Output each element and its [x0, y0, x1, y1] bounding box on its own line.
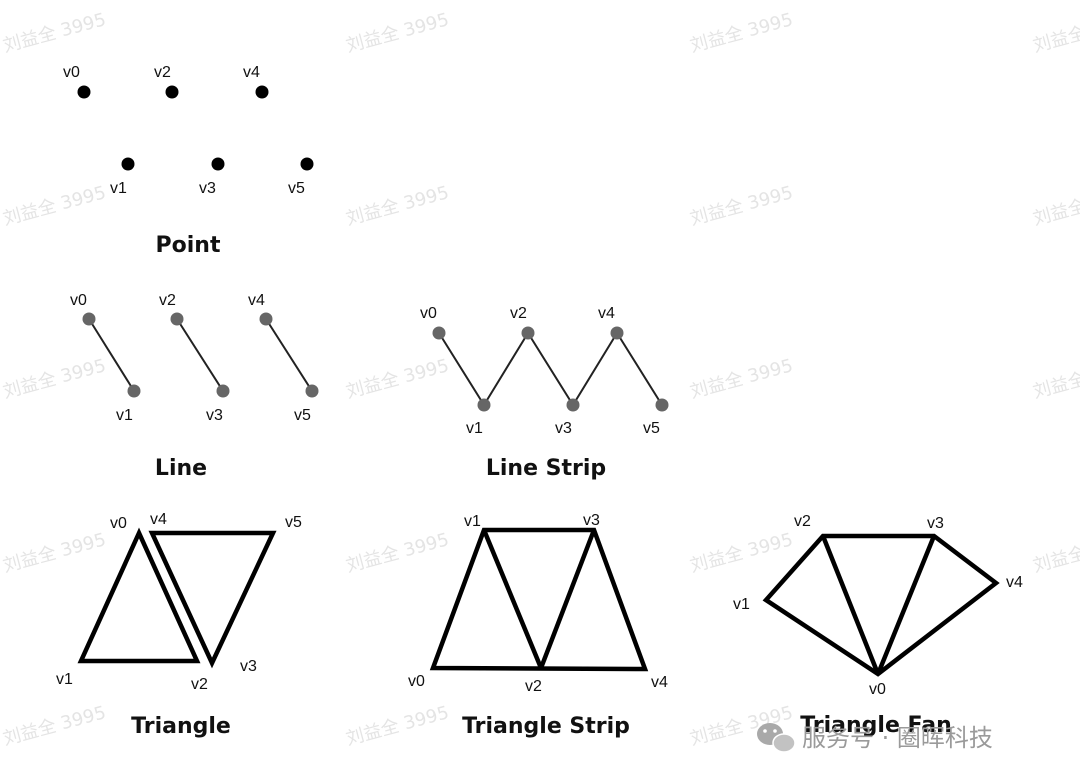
triangle-shape	[77, 527, 201, 664]
vertex-label: v0	[70, 292, 87, 309]
vertex-label: v0	[110, 515, 127, 532]
footer-watermark: 服务号 · 圈晖科技	[757, 723, 993, 753]
watermark: 刘益全 3995	[1031, 182, 1080, 230]
vertex-label: v2	[191, 676, 208, 693]
vertex-point	[300, 157, 314, 171]
fan-edge	[875, 535, 937, 675]
vertex-label: v5	[285, 514, 302, 531]
watermark: 刘益全 3995	[344, 355, 451, 403]
panel-triangle-strip: v0 v1 v2 v3 v4 Triangle Strip	[408, 512, 668, 739]
vertex-label: v0	[63, 64, 80, 81]
fan-edge	[820, 535, 881, 675]
panel-triangle: v0 v1 v2 v3 v4 v5 Triangle	[56, 511, 302, 739]
watermark: 刘益全 3995	[1, 702, 108, 750]
vertex-label: v2	[510, 305, 527, 322]
vertex-point	[655, 398, 669, 412]
strip-edge	[538, 529, 597, 669]
vertex-point	[566, 398, 580, 412]
vertex-label: v1	[466, 420, 483, 437]
vertex-point	[610, 326, 624, 340]
panel-title: Triangle Strip	[462, 714, 630, 739]
watermark: 刘益全 3995	[688, 9, 795, 57]
vertex-label: v2	[525, 678, 542, 695]
vertex-label: v4	[150, 511, 167, 528]
vertex-label: v3	[927, 515, 944, 532]
wechat-icon	[757, 723, 796, 753]
vertex-point	[77, 85, 91, 99]
vertex-label: v3	[240, 658, 257, 675]
vertex-point	[211, 157, 225, 171]
vertex-label: v5	[288, 180, 305, 197]
fan-outline	[762, 533, 1000, 677]
strip-outline	[429, 527, 649, 672]
watermark: 刘益全 3995	[1, 182, 108, 230]
panel-triangle-fan: v0 v1 v2 v3 v4 Triangle Fan	[733, 513, 1023, 738]
vertex-label: v5	[643, 420, 660, 437]
strip-edge	[481, 529, 544, 669]
vertex-label: v2	[159, 292, 176, 309]
watermark: 刘益全 3995	[1, 355, 108, 403]
panel-line: v0 v1 v2 v3 v4 v5 Line	[70, 292, 319, 481]
footer-text: 服务号 · 圈晖科技	[802, 724, 993, 752]
watermark: 刘益全 3995	[344, 702, 451, 750]
vertex-label: v0	[869, 681, 886, 698]
watermark: 刘益全 3995	[344, 182, 451, 230]
line-strip-path	[438, 331, 663, 407]
vertex-label: v1	[56, 671, 73, 688]
panel-line-strip: v0 v1 v2 v3 v4 v5 Line Strip	[420, 305, 669, 481]
vertex-label: v2	[794, 513, 811, 530]
vertex-label: v3	[206, 407, 223, 424]
watermark: 刘益全 3995	[1, 529, 108, 577]
vertex-label: v1	[116, 407, 133, 424]
line-segment	[176, 318, 224, 392]
watermark-layer: 刘益全 3995 刘益全 3995 刘益全 3995 刘益全 3995 刘益全 …	[1, 9, 1080, 750]
vertex-label: v1	[110, 180, 127, 197]
panel-title: Triangle Fan	[800, 713, 952, 738]
vertex-point	[121, 157, 135, 171]
watermark: 刘益全 3995	[688, 182, 795, 230]
vertex-point	[127, 384, 141, 398]
vertex-point	[165, 85, 179, 99]
watermark: 刘益全 3995	[344, 9, 451, 57]
vertex-label: v4	[598, 305, 615, 322]
vertex-label: v0	[420, 305, 437, 322]
vertex-point	[305, 384, 319, 398]
vertex-point	[477, 398, 491, 412]
watermark: 刘益全 3995	[688, 529, 795, 577]
vertex-point	[259, 312, 273, 326]
vertex-label: v3	[555, 420, 572, 437]
vertex-label: v3	[583, 512, 600, 529]
triangle-shape	[148, 530, 277, 669]
panel-title: Line	[155, 456, 207, 481]
vertex-point	[170, 312, 184, 326]
vertex-point	[432, 326, 446, 340]
vertex-label: v5	[294, 407, 311, 424]
line-segment	[265, 318, 313, 392]
panel-title: Line Strip	[486, 456, 606, 481]
watermark: 刘益全 3995	[688, 355, 795, 403]
watermark: 刘益全 3995	[1, 9, 108, 57]
watermark: 刘益全 3995	[344, 529, 451, 577]
vertex-point	[82, 312, 96, 326]
vertex-label: v4	[1006, 574, 1023, 591]
watermark: 刘益全 3995	[1031, 9, 1080, 57]
panel-title: Triangle	[131, 714, 231, 739]
vertex-point	[216, 384, 230, 398]
panel-point: v0 v1 v2 v3 v4 v5 Point	[63, 64, 314, 258]
vertex-label: v0	[408, 673, 425, 690]
watermark: 刘益全 3995	[1031, 529, 1080, 577]
vertex-label: v1	[464, 513, 481, 530]
vertex-point	[255, 85, 269, 99]
vertex-label: v4	[248, 292, 265, 309]
vertex-point	[521, 326, 535, 340]
vertex-label: v3	[199, 180, 216, 197]
vertex-label: v4	[243, 64, 260, 81]
vertex-label: v4	[651, 674, 668, 691]
vertex-label: v2	[154, 64, 171, 81]
vertex-label: v1	[733, 596, 750, 613]
line-segment	[88, 318, 135, 392]
panel-title: Point	[156, 233, 221, 258]
watermark: 刘益全 3995	[1031, 355, 1080, 403]
